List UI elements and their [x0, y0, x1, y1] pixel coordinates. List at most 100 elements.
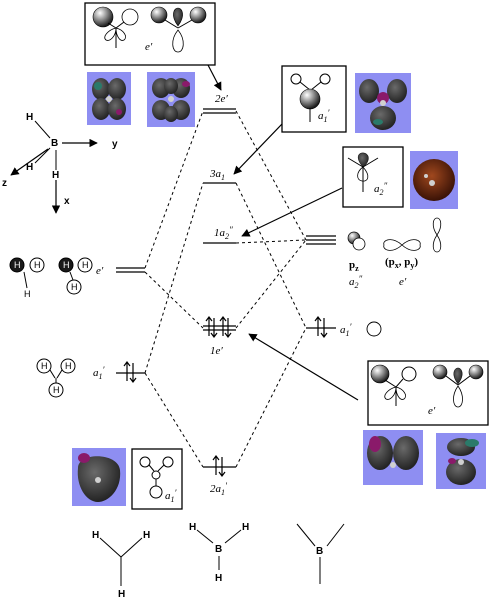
bond-line: [310, 81, 322, 91]
atom-icon: [390, 462, 396, 468]
mo-lobe-icon: [387, 79, 407, 103]
h-ball-dark-icon: [9, 257, 25, 273]
electron-up: [123, 361, 131, 381]
bond-line: [34, 147, 51, 164]
h-atom: H: [92, 530, 99, 541]
bond-line: [49, 369, 56, 379]
electron-down: [218, 457, 226, 477]
corr-line: [235, 327, 307, 468]
mo-thumbnail-2e-a: [87, 72, 131, 125]
bond-line: [34, 120, 51, 139]
orbital-ball-icon: [299, 88, 321, 110]
h-ball-label: H: [63, 260, 70, 270]
atom-icon: [458, 459, 464, 465]
bond-line: [384, 379, 397, 388]
arrow-to-1a2: [241, 187, 343, 237]
label-1a2: 1a2″: [214, 225, 233, 241]
orbital-lobe-icon: [172, 29, 184, 53]
corr-line: [235, 239, 307, 329]
h-atom: H: [189, 522, 196, 533]
corr-line: [235, 110, 307, 241]
pz-lobe-icon: [352, 237, 366, 251]
label-1e: 1e′: [210, 345, 223, 357]
bottom-structures: H H H H H B H B: [92, 522, 345, 600]
arrow-to-2e: [207, 64, 222, 91]
mo-lobe-accent-icon: [78, 453, 90, 463]
bond-line: [157, 464, 165, 472]
a2-box: a2″: [342, 146, 404, 208]
corr-line: [144, 372, 204, 468]
orbital-ball-light-icon: [151, 470, 161, 480]
mo-lobe-icon: [393, 436, 419, 470]
mo-lobe-icon: [108, 78, 126, 100]
corr-line: [235, 182, 307, 329]
mo-thumbnail-2e-b: [147, 72, 195, 127]
orbital-ball-icon: [189, 6, 207, 24]
pointer-arrows: [207, 64, 359, 401]
mo-thumbnail-3a1: [355, 73, 411, 133]
axis-h-mid: H: [52, 170, 59, 181]
a1-box-symmetry: a1′: [318, 108, 331, 124]
h-ball-label: H: [41, 361, 48, 371]
mo-thumbnail-1e-a: [363, 430, 423, 485]
pz-label: pz: [349, 259, 359, 273]
orbital-lobe-icon: [395, 386, 406, 400]
orbital-ball-light-icon: [401, 366, 417, 382]
orbital-ball-icon: [468, 364, 484, 380]
axis-h-top: H: [26, 112, 33, 123]
orbital-ball-light-icon: [290, 73, 302, 85]
axis-boron-atom: B: [51, 138, 58, 149]
mo-lobe-accent-icon: [369, 436, 381, 452]
atom-icon: [380, 100, 386, 106]
h-atom-label: H: [24, 289, 31, 299]
label-e-left: e′: [96, 265, 104, 277]
atom-icon: [106, 96, 112, 102]
mo-lobe-icon: [370, 106, 396, 130]
mo-thumbnail-1a2: [410, 151, 458, 209]
orbital-ball-light-icon: [319, 73, 331, 85]
py-lobe-icon: [432, 217, 442, 236]
orbital-ball-icon: [370, 364, 390, 384]
h-ball-light-icon: [77, 257, 93, 273]
corr-line: [144, 110, 204, 269]
h-atom: H: [118, 589, 125, 600]
bond-line: [115, 21, 125, 29]
axis-z-label: z: [2, 178, 7, 189]
orbital-lobe-icon: [453, 367, 463, 385]
bond-line: [164, 19, 179, 29]
electron-up: [205, 316, 213, 336]
bond-line: [120, 537, 143, 558]
boron-ao-labels: pz a2″ (px, py) e′: [349, 256, 418, 290]
axis-y-label: y: [112, 139, 118, 150]
h-ball-light-icon: [36, 358, 52, 374]
orbital-ball-light-icon: [121, 8, 139, 26]
electrons: [123, 316, 328, 477]
pxpy-label: (px, py): [385, 256, 418, 270]
electron-down: [224, 318, 232, 338]
h3-salc-a1-left: H H H: [36, 358, 76, 398]
bond-line: [148, 464, 155, 472]
h-ball-light-icon: [60, 358, 76, 374]
s-orbital-icon: [366, 321, 382, 337]
electron-up: [212, 455, 220, 475]
bond-line: [107, 22, 117, 29]
mo-lobe-icon: [446, 459, 476, 485]
h-ball-dark-icon: [58, 257, 74, 273]
px-lobe-icon: [401, 239, 421, 251]
label-a1-boron: a1′: [340, 322, 353, 338]
h-atom: H: [242, 522, 249, 533]
mo-lobe-icon: [359, 79, 379, 103]
orbital-ball-light-icon: [139, 456, 151, 468]
bond-line: [296, 523, 316, 547]
h-ball-light-icon: [66, 279, 82, 295]
py-lobe-icon: [432, 234, 442, 253]
bottom-a1-box: a1′: [131, 448, 183, 510]
pxpy-symmetry: e′: [399, 276, 407, 288]
corr-line: [144, 182, 204, 374]
orbital-lobe-icon: [453, 385, 463, 408]
bottom-box-symmetry: a1′: [165, 488, 178, 504]
lower-right-box-symmetry: e′: [428, 405, 436, 417]
lower-right-e-box: e′: [367, 360, 489, 426]
orbital-ball-icon: [432, 364, 448, 380]
label-2a1: 2a1′: [210, 481, 228, 497]
